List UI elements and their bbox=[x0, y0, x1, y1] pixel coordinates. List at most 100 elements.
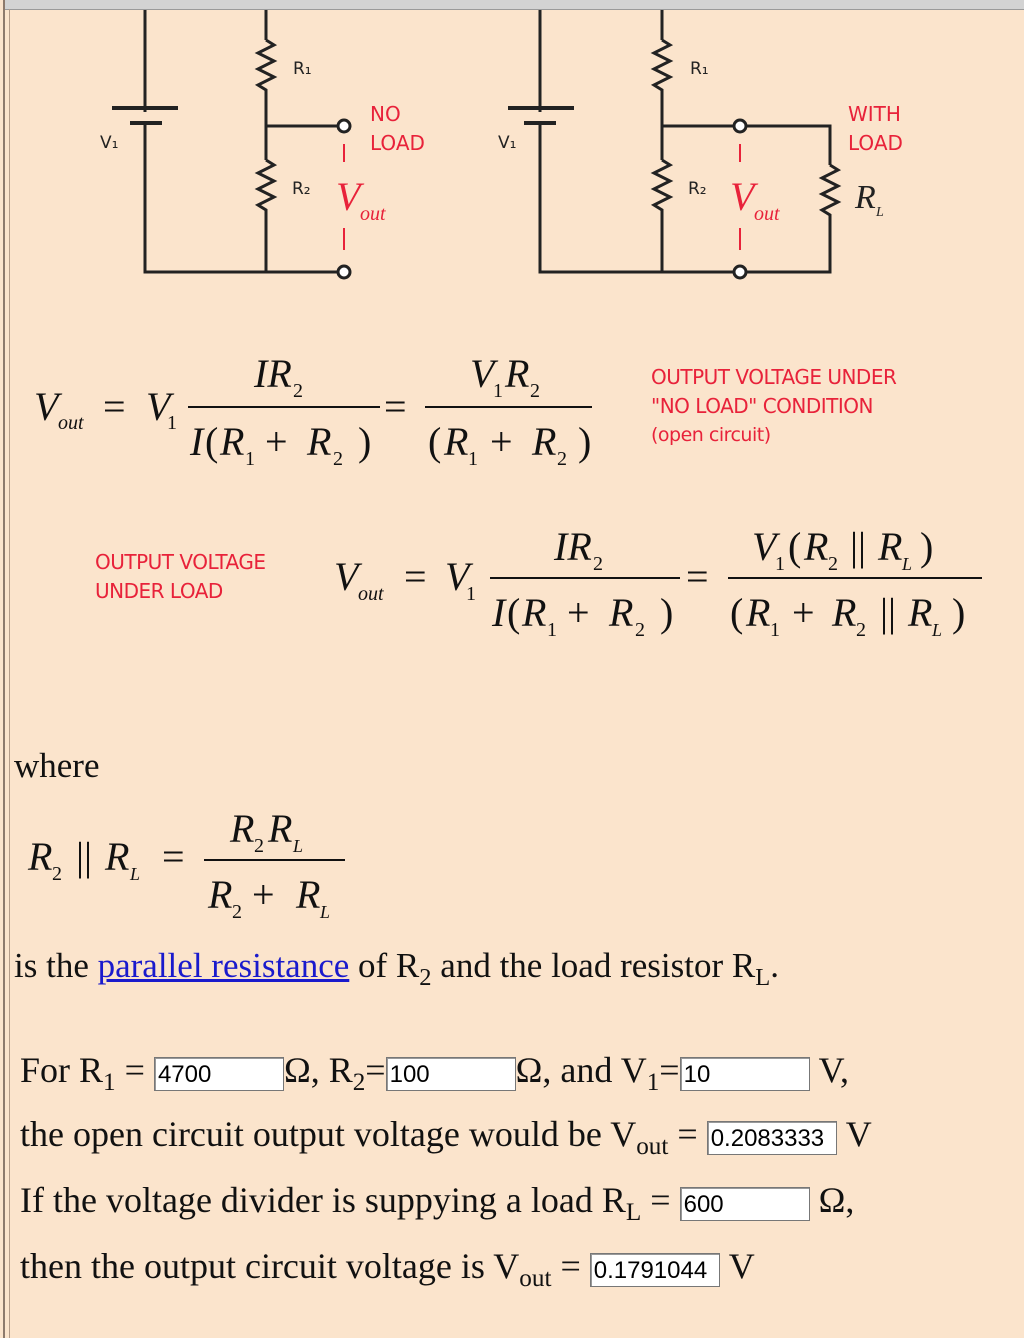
svg-text:1: 1 bbox=[775, 553, 785, 575]
svg-text:2: 2 bbox=[856, 619, 866, 641]
svg-text:+: + bbox=[490, 419, 513, 464]
svg-text:out: out bbox=[58, 412, 84, 434]
svg-text:1: 1 bbox=[466, 583, 476, 605]
right-r2-label: R₂ bbox=[688, 179, 707, 199]
left-vout-sub: out bbox=[360, 203, 386, 225]
svg-text:+: + bbox=[252, 872, 275, 917]
v-unit-text: V, bbox=[818, 1050, 849, 1090]
svg-text:1: 1 bbox=[547, 619, 557, 641]
sub-2b: 2 bbox=[352, 1069, 366, 1097]
left-r1-label: R₁ bbox=[293, 59, 312, 79]
r2-input[interactable]: 100 bbox=[385, 1056, 516, 1091]
right-note-load: LOAD bbox=[848, 131, 903, 155]
svg-text:=: = bbox=[404, 554, 427, 599]
svg-text:out: out bbox=[358, 583, 384, 605]
left-vout-v: V bbox=[336, 174, 365, 219]
vout-open-output[interactable]: 0.2083333 bbox=[706, 1120, 837, 1155]
left-circuit bbox=[112, 10, 352, 280]
rl-label-sub: L bbox=[875, 205, 884, 220]
sub-l-2: L bbox=[625, 1199, 642, 1227]
right-note-with: WITH bbox=[848, 102, 901, 126]
svg-text:1: 1 bbox=[468, 448, 478, 470]
r1-input[interactable]: 4700 bbox=[153, 1056, 284, 1091]
svg-text:+: + bbox=[567, 590, 590, 635]
svg-text:+: + bbox=[792, 590, 815, 635]
equals-sign-3: = bbox=[641, 1180, 680, 1220]
svg-text:2: 2 bbox=[333, 448, 343, 470]
svg-text:): ) bbox=[578, 419, 591, 464]
where-text: where bbox=[14, 746, 100, 785]
right-r1-label: R₁ bbox=[690, 59, 709, 79]
left-terminal-top bbox=[336, 118, 352, 134]
no-load-note-line2: "NO LOAD" CONDITION bbox=[651, 394, 874, 418]
equals-sign-2: = bbox=[668, 1114, 707, 1154]
svg-text:L: L bbox=[931, 620, 942, 640]
ohm-and-v1-text: Ω, and V bbox=[515, 1050, 647, 1090]
no-load-note-line3: (open circuit) bbox=[651, 424, 771, 446]
svg-text:2: 2 bbox=[254, 835, 264, 857]
svg-text:R: R bbox=[207, 872, 232, 917]
sub-1: 1 bbox=[103, 1069, 116, 1097]
svg-text:||: || bbox=[880, 590, 896, 635]
svg-text:L: L bbox=[292, 836, 303, 856]
of-r-text: of R bbox=[349, 946, 420, 985]
svg-text:V: V bbox=[334, 554, 363, 599]
voltage-divider-circuits: R₁ R₂ V₁ R₁ R₂ V₁ NO LOAD WITH LOAD V ou… bbox=[100, 10, 903, 280]
svg-text:R: R bbox=[504, 351, 529, 396]
parallel-resistance-link[interactable]: parallel resistance bbox=[97, 946, 350, 985]
sub-out-2: out bbox=[519, 1265, 552, 1293]
vout-load-output[interactable]: 0.1791044 bbox=[589, 1252, 720, 1287]
svg-text:2: 2 bbox=[593, 553, 603, 575]
svg-text:=: = bbox=[162, 834, 185, 879]
v-unit-3: V bbox=[728, 1246, 755, 1286]
right-vout-sub: out bbox=[754, 203, 780, 225]
left-note-load: LOAD bbox=[370, 131, 425, 155]
svg-text:R: R bbox=[803, 524, 828, 569]
svg-text:=: = bbox=[686, 554, 709, 599]
svg-text:R: R bbox=[306, 419, 331, 464]
svg-text:(: ( bbox=[205, 419, 218, 464]
left-terminal-bottom bbox=[336, 264, 352, 280]
under-load-note: OUTPUT VOLTAGE UNDER LOAD bbox=[95, 548, 266, 606]
v-unit-2: V bbox=[845, 1114, 872, 1154]
right-circuit bbox=[508, 10, 842, 280]
is-the-text: is the bbox=[14, 946, 98, 985]
svg-text:I: I bbox=[491, 590, 507, 635]
svg-text:(: ( bbox=[428, 419, 441, 464]
right-terminal-top bbox=[732, 118, 748, 134]
svg-text:=: = bbox=[103, 384, 126, 429]
svg-text:R: R bbox=[608, 590, 633, 635]
window-top-strip bbox=[0, 0, 1024, 10]
left-output-wires bbox=[266, 124, 344, 274]
svg-text:||: || bbox=[850, 524, 866, 569]
calc-row-load: If the voltage divider is suppying a loa… bbox=[20, 1180, 854, 1233]
calc-row-result: then the output circuit voltage is Vout … bbox=[20, 1246, 755, 1299]
svg-text:2: 2 bbox=[52, 863, 62, 885]
svg-text:R: R bbox=[443, 419, 468, 464]
svg-text:1: 1 bbox=[245, 448, 255, 470]
svg-text:): ) bbox=[952, 590, 965, 635]
left-v1-label: V₁ bbox=[100, 133, 118, 153]
svg-text:IR: IR bbox=[253, 351, 292, 396]
parallel-explanation: is the parallel resistance of R2 and the… bbox=[14, 946, 779, 998]
formula-parallel: R 2 || R L = R 2 R L R 2 + R L bbox=[27, 806, 345, 923]
rl-input[interactable]: 600 bbox=[679, 1186, 810, 1221]
svg-text:(: ( bbox=[788, 524, 801, 569]
svg-text:2: 2 bbox=[557, 448, 567, 470]
left-note-no: NO bbox=[370, 102, 401, 126]
right-wires bbox=[538, 10, 832, 274]
svg-text:): ) bbox=[920, 524, 933, 569]
then-text: then the output circuit voltage is V bbox=[20, 1246, 520, 1286]
right-v1-label: V₁ bbox=[498, 133, 516, 153]
svg-text:2: 2 bbox=[828, 553, 838, 575]
v1-input[interactable]: 10 bbox=[679, 1056, 810, 1091]
right-vout-v: V bbox=[730, 174, 759, 219]
svg-text:2: 2 bbox=[530, 380, 540, 402]
right-terminal-bottom bbox=[732, 264, 748, 280]
svg-text:I: I bbox=[189, 419, 205, 464]
left-wires bbox=[143, 10, 278, 274]
svg-text:||: || bbox=[76, 834, 92, 879]
svg-text:R: R bbox=[745, 590, 770, 635]
svg-text:R: R bbox=[219, 419, 244, 464]
svg-text:1: 1 bbox=[770, 619, 780, 641]
